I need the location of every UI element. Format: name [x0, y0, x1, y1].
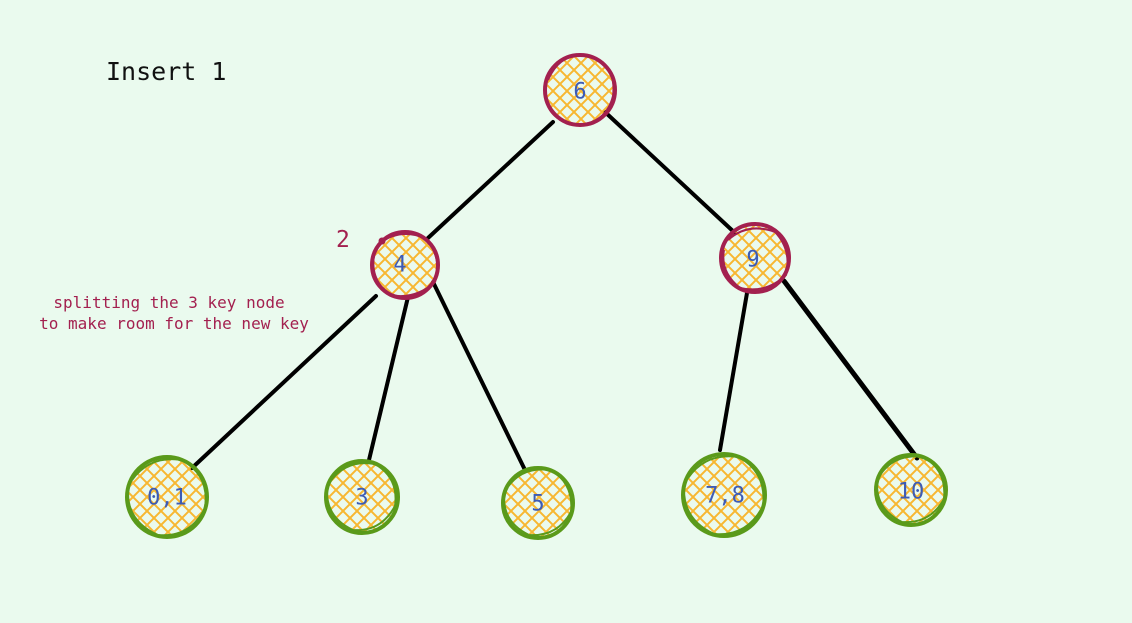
node-label: 9: [746, 248, 759, 273]
node-label: 0,1: [147, 486, 187, 511]
node-label: 7,8: [705, 484, 745, 509]
node-label: 6: [573, 80, 586, 105]
node-label: 5: [531, 492, 544, 517]
node-leaf-10: 10: [874, 453, 948, 527]
annotation-line-2: to make room for the new key: [39, 314, 309, 333]
edge-6-9: [603, 110, 737, 235]
diagram-title: Insert 1: [106, 57, 226, 86]
node-leaf-7-8: 7,8: [681, 452, 767, 538]
edge-4-3: [367, 295, 410, 462]
node-label: 10: [898, 480, 925, 505]
edge-9-10: [781, 278, 920, 461]
node-internal-9: 9: [719, 222, 791, 294]
node-leaf-0-1: 0,1: [125, 455, 209, 539]
edge-9-78: [718, 291, 749, 452]
node-label: 3: [355, 486, 368, 511]
edge-4-01: [190, 294, 378, 470]
split-marker: 2: [336, 227, 350, 253]
edge-4-5: [431, 280, 527, 472]
edge-6-4: [426, 120, 555, 240]
node-leaf-5: 5: [501, 466, 575, 540]
annotation-line-1: splitting the 3 key node: [53, 293, 284, 312]
node-internal-4: 4: [370, 230, 440, 300]
node-leaf-3: 3: [324, 459, 400, 535]
node-label: 4: [393, 253, 406, 278]
tree-edges: [190, 110, 920, 472]
node-root-6: 6: [543, 53, 617, 127]
